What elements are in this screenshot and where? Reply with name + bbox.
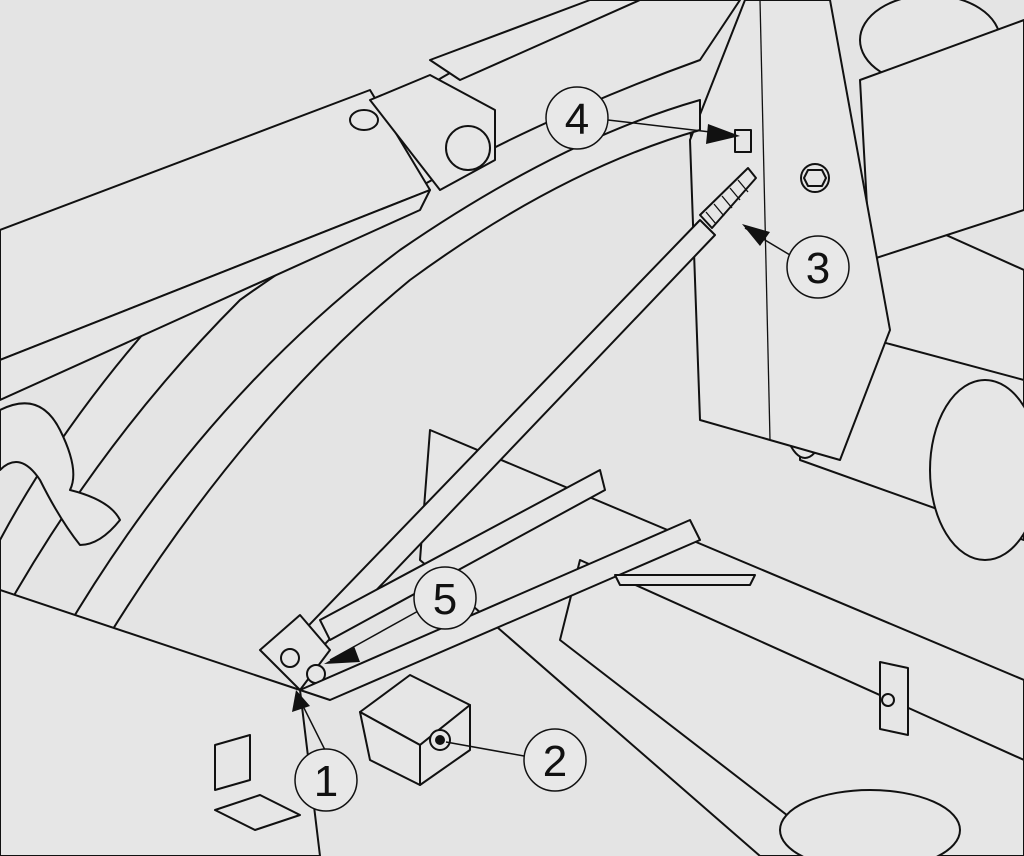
clevis-bolt [280, 648, 300, 668]
bracket-tab [214, 794, 301, 831]
callout-label-3: 3 [806, 244, 830, 293]
link-plate [689, 0, 891, 461]
lower-cross-beam [559, 559, 1024, 856]
callout-label-1: 1 [314, 757, 338, 806]
clevis-pin [445, 125, 491, 171]
lower-bar [299, 519, 701, 701]
roller-far-end [929, 379, 1024, 561]
arm-flange [59, 99, 701, 651]
callout-4: 4 [545, 86, 740, 150]
threaded-spring [699, 167, 757, 229]
vertical-link [689, 0, 891, 461]
lower-left-plate [0, 589, 321, 856]
deflector [614, 574, 756, 586]
adjusting-rod [259, 167, 757, 691]
lower-arm [0, 469, 909, 856]
coil-spring [0, 402, 121, 546]
cylinder-lower [0, 189, 431, 401]
callout-3: 3 [742, 224, 850, 299]
hydraulic-cylinder [0, 0, 641, 401]
grease-fitting [349, 109, 379, 131]
mounting-block [359, 674, 471, 786]
callout-1: 1 [292, 690, 358, 812]
callout-5: 5 [324, 566, 477, 664]
lower-right-wheel [779, 789, 961, 856]
lower-bar-2 [319, 469, 606, 641]
upper-bar [429, 0, 641, 81]
callout-label-2: 2 [543, 737, 567, 786]
callout-label-4: 4 [565, 95, 589, 144]
left-spring-bracket [0, 402, 121, 546]
pin-stop [734, 129, 752, 153]
slot-bracket [214, 734, 251, 791]
callout-2: 2 [445, 728, 587, 792]
callout-label-5: 5 [433, 575, 457, 624]
